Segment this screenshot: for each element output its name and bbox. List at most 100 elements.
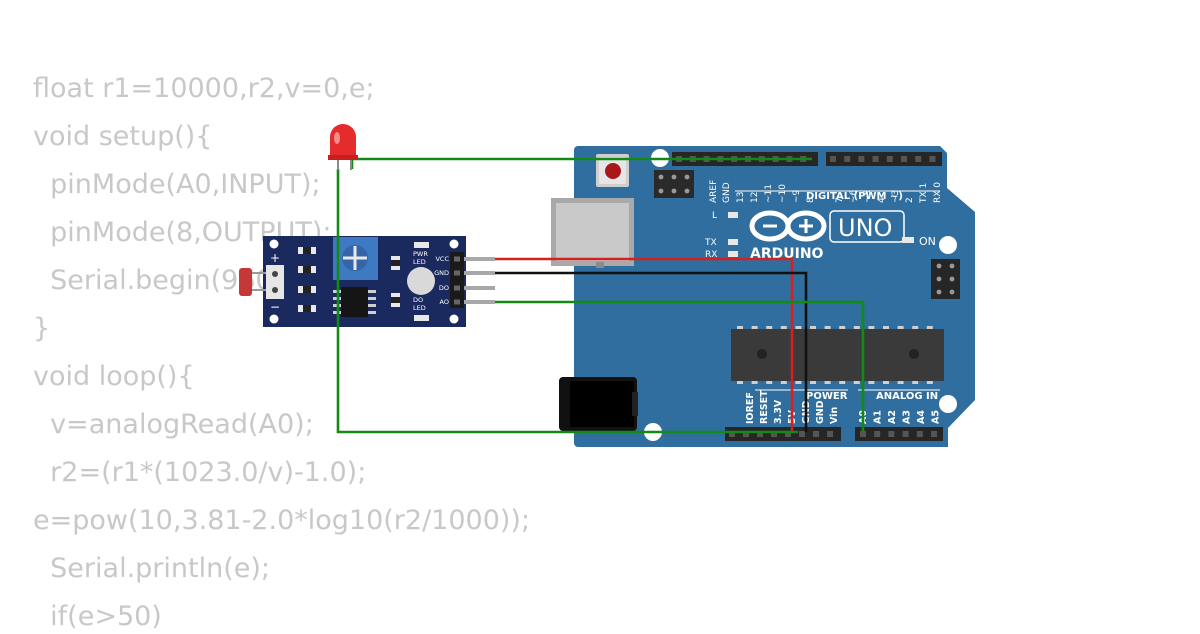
ldr-sensor-module[interactable]: + − PWR LED DO — [239, 236, 495, 327]
digital-pin-label: ~10 — [778, 184, 788, 203]
digital-pin-label: 4 — [877, 197, 887, 203]
code-line: v=analogRead(A0); — [33, 409, 314, 440]
pin-socket[interactable] — [827, 431, 833, 437]
icsp-header — [654, 170, 694, 198]
ldr-plus-label: + — [270, 251, 280, 265]
tx-led — [728, 239, 738, 245]
pin-socket[interactable] — [872, 156, 879, 162]
atmega-chip — [731, 329, 944, 381]
analog-pin-header[interactable] — [855, 427, 943, 441]
digital-pin-label: ~6 — [849, 189, 859, 203]
pin-socket[interactable] — [902, 431, 909, 437]
arduino-infinity-logo — [749, 210, 827, 242]
code-line: pinMode(A0,INPUT); — [33, 169, 321, 200]
pin-socket[interactable] — [929, 156, 936, 162]
pin-socket[interactable] — [799, 431, 805, 437]
code-line: void loop(){ — [33, 361, 195, 392]
pin-socket[interactable] — [901, 156, 907, 162]
rx-led — [728, 251, 738, 257]
pin-socket[interactable] — [886, 156, 893, 162]
digital-pin-label: 2 — [905, 197, 915, 203]
pin-socket[interactable] — [915, 156, 922, 162]
photoresistor — [239, 268, 266, 296]
analog-pin-label: A4 — [916, 410, 927, 424]
wire-vcc-to-5v[interactable] — [495, 257, 794, 432]
rx-led-label: RX — [705, 250, 717, 260]
sensor-pin-header[interactable] — [450, 252, 464, 308]
pin-socket[interactable] — [916, 431, 923, 437]
uno-badge — [829, 210, 905, 243]
pin-socket[interactable] — [830, 156, 836, 162]
code-line: } — [33, 313, 51, 344]
tx-led-label: TX — [704, 238, 717, 248]
sensor-mount-hole — [449, 239, 459, 249]
pin-socket[interactable] — [888, 431, 895, 437]
pin-socket[interactable] — [771, 431, 777, 437]
led-rim — [328, 155, 358, 160]
analog-pin-label: A5 — [931, 410, 942, 424]
pin-socket[interactable] — [858, 156, 865, 162]
red-led[interactable] — [328, 124, 358, 170]
code-line: Serial.println(e); — [33, 553, 270, 584]
sensor-pin-label: AO — [440, 298, 449, 306]
power-pin-label: IOREF — [745, 392, 756, 424]
ldr-terminal — [266, 265, 284, 299]
sensor-pin[interactable] — [464, 286, 495, 290]
analog-pin-label: A1 — [873, 410, 884, 424]
sensor-pin-label: DO — [439, 284, 449, 292]
digital-pin-label: 12 — [750, 192, 760, 203]
pin-socket[interactable] — [729, 431, 735, 437]
reset-button[interactable] — [596, 154, 629, 187]
do-led-label-line1: DO — [413, 296, 423, 304]
wire-ao-to-a0[interactable] — [495, 300, 865, 432]
pwr-led-label-line2: LED — [413, 258, 426, 266]
digital-pin-label: ~3 — [891, 190, 901, 203]
sensor-pin[interactable] — [464, 271, 495, 275]
digital-pin-label: 8 — [806, 197, 816, 203]
pin-socket[interactable] — [844, 156, 851, 162]
pin-socket[interactable] — [813, 431, 819, 437]
l-led — [728, 212, 738, 218]
chip-pins — [737, 326, 933, 384]
bottom-pin-sockets — [729, 431, 937, 437]
digital-pin-label: ~11 — [764, 184, 774, 203]
wire-gnd-to-gnd[interactable] — [495, 271, 808, 432]
pin-socket[interactable] — [931, 431, 937, 437]
digital-pin-label: ~9 — [792, 189, 802, 203]
analog-header-label: ANALOG IN — [876, 391, 938, 402]
power-pin-label: GND — [815, 400, 826, 424]
sensor-pin[interactable] — [464, 300, 495, 304]
power-jack — [559, 377, 638, 431]
pwr-led-label-line1: PWR — [413, 250, 428, 258]
analog-pin-label: A2 — [887, 410, 898, 424]
smd-capacitor — [407, 267, 435, 295]
wires — [336, 157, 865, 434]
code-line: r2=(r1*(1023.0/v)-1.0); — [33, 457, 367, 488]
pin-socket[interactable] — [757, 431, 763, 437]
digital-pin-label: AREF — [709, 180, 719, 203]
pin-socket[interactable] — [874, 431, 881, 437]
power-pin-label: RESET — [759, 390, 770, 424]
potentiometer[interactable] — [333, 237, 378, 280]
wire-led-to-gnd[interactable] — [336, 169, 798, 434]
pin-socket[interactable] — [785, 431, 791, 437]
sensor-pin[interactable] — [464, 257, 495, 261]
power-pin-header[interactable] — [725, 427, 841, 441]
sensor-pins — [454, 256, 495, 305]
mounting-hole — [939, 236, 957, 254]
power-header-label: POWER — [806, 391, 848, 402]
pin-socket[interactable] — [743, 431, 749, 437]
digital-pin-label: ~5 — [863, 190, 873, 203]
on-led-label: ON — [919, 235, 936, 248]
sensor-mount-hole — [449, 314, 459, 324]
sensor-pin-label: VCC — [435, 255, 449, 263]
do-led-label-line2: LED — [413, 304, 426, 312]
code-line: if(e>50) — [33, 601, 162, 632]
sensor-mount-hole — [269, 314, 279, 324]
power-pin-label: 3.3V — [773, 399, 784, 424]
pin-socket[interactable] — [860, 431, 866, 437]
